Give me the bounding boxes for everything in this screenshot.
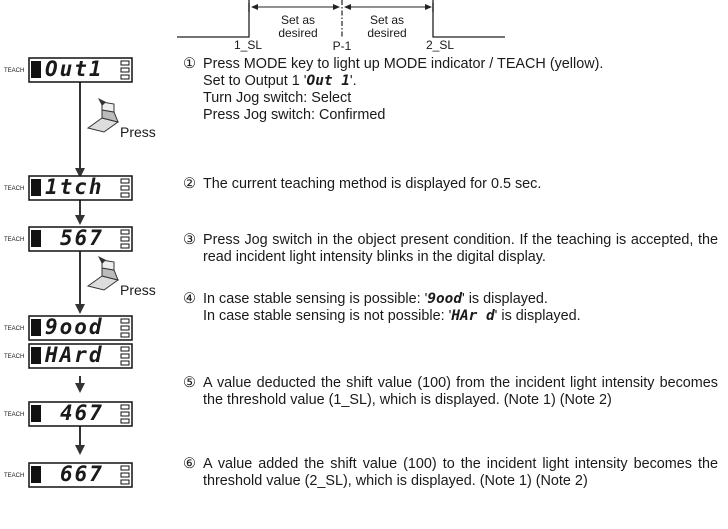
step-text: In case stable sensing is not possible: … — [203, 308, 452, 324]
label-2sl: 2_SL — [425, 38, 455, 52]
teach-indicator: TEACH — [4, 473, 25, 479]
step-number: ② — [183, 176, 196, 192]
label-1sl: 1_SL — [233, 38, 263, 52]
display-code: Out 1 — [306, 73, 350, 89]
display-value: 9ood — [45, 315, 104, 339]
signal-waveform-right — [432, 0, 505, 38]
teach-indicator: TEACH — [4, 326, 25, 332]
jog-press-icon — [86, 256, 120, 291]
step-text: '. — [349, 73, 357, 89]
display-value: HArd — [45, 343, 104, 367]
step-number: ① — [183, 56, 196, 72]
set-as-desired-right: Set as desired — [367, 13, 407, 40]
arrow-head-right2 — [425, 4, 432, 10]
step-1: ① Press MODE key to light up MODE indicat… — [183, 56, 718, 124]
press-label: Press — [120, 282, 156, 298]
display-value: 1tch — [45, 175, 104, 199]
press-label: Press — [120, 124, 156, 140]
step-number: ③ — [183, 232, 196, 248]
display-value: 567 — [60, 226, 104, 250]
seven-seg-display — [28, 57, 133, 83]
step-text: Press Jog switch in the object present c… — [203, 232, 718, 265]
display-value: 667 — [60, 462, 104, 486]
step-6: ⑥ A value added the shift value (100) to … — [183, 456, 718, 490]
step-text: The current teaching method is displayed… — [203, 176, 542, 192]
step-text: ' is displayed. — [494, 308, 581, 324]
step-text: Turn Jog switch: Select — [203, 90, 352, 106]
arrow-head-left2 — [344, 4, 351, 10]
seven-seg-display — [28, 175, 133, 201]
threshold-diagram — [177, 0, 505, 38]
signal-waveform — [177, 0, 250, 38]
step-text: A value added the shift value (100) to t… — [203, 456, 718, 489]
step-2: ② The current teaching method is displaye… — [183, 176, 718, 193]
display-code: HAr d — [451, 308, 495, 324]
display-code: 9ood — [427, 291, 462, 307]
step-text: In case stable sensing is possible: ' — [203, 291, 428, 307]
label-p1: P-1 — [332, 39, 352, 53]
step-text: Set to Output 1 ' — [203, 73, 307, 89]
step-4: ④ In case stable sensing is possible: '9o… — [183, 291, 718, 325]
step-text: Press Jog switch: Confirmed — [203, 107, 386, 123]
step-5: ⑤ A value deducted the shift value (100) … — [183, 375, 718, 409]
step-number: ④ — [183, 291, 196, 307]
step-number: ⑤ — [183, 375, 196, 391]
display-value: 467 — [60, 401, 104, 425]
step-number: ⑥ — [183, 456, 196, 472]
teach-indicator: TEACH — [4, 354, 25, 360]
teach-indicator: TEACH — [4, 68, 25, 74]
set-as-desired-left: Set as desired — [278, 13, 318, 40]
step-text: Press MODE key to light up MODE indicato… — [203, 56, 604, 72]
step-3: ③ Press Jog switch in the object present … — [183, 232, 718, 266]
display-value: Out1 — [45, 57, 104, 81]
arrow-head-left — [251, 4, 258, 10]
seven-seg-display — [28, 343, 133, 369]
teach-indicator: TEACH — [4, 186, 25, 192]
teach-indicator: TEACH — [4, 237, 25, 243]
step-text: ' is displayed. — [461, 291, 548, 307]
seven-seg-display — [28, 462, 133, 488]
seven-seg-display — [28, 401, 133, 427]
seven-seg-display — [28, 315, 133, 341]
step-text: A value deducted the shift value (100) f… — [203, 375, 718, 408]
teach-indicator: TEACH — [4, 412, 25, 418]
seven-seg-display — [28, 226, 133, 252]
arrow-head-right — [333, 4, 340, 10]
jog-press-icon — [86, 98, 120, 133]
